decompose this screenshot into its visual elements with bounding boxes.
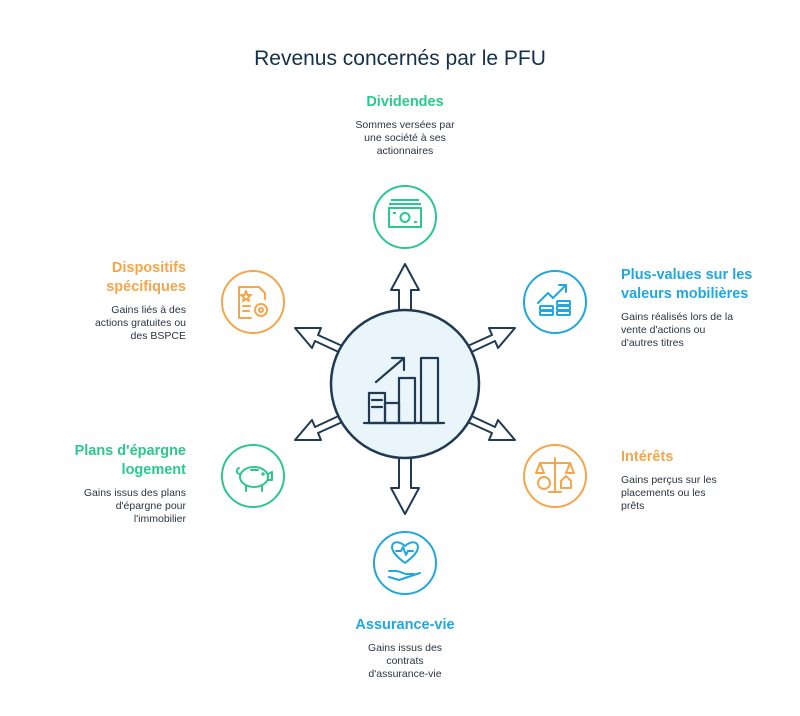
dividendes-title: Dividendes — [366, 94, 444, 110]
document-gear-icon — [238, 286, 268, 319]
piggy-bank-icon — [235, 466, 273, 492]
plus-values-description: Gains réalisés lors de la vente d'action… — [621, 311, 734, 349]
assurance-vie-description: Gains issus des contrats d'assurance-vie — [367, 642, 443, 680]
plans-epargne-label: Plans d'épargne logement Gains issus des… — [40, 442, 186, 526]
plans-epargne-description: Gains issus des plans d'épargne pour l'i… — [83, 487, 186, 525]
dividendes-node-circle — [373, 185, 437, 249]
diagram-title: Revenus concernés par le PFU — [254, 47, 546, 70]
growth-coins-icon — [537, 284, 571, 316]
dividendes-label: Dividendes Sommes versées par une sociét… — [330, 93, 480, 158]
dispositifs-node-circle — [221, 270, 285, 334]
plans-epargne-title: Plans d'épargne logement — [74, 443, 186, 478]
plus-values-title: Plus-values sur les valeurs mobilières — [621, 267, 753, 302]
dividendes-description: Sommes versées par une société à ses act… — [355, 119, 455, 157]
dispositifs-title: Dispositifs spécifiques — [106, 260, 186, 295]
dispositifs-description: Gains liés à des actions gratuites ou de… — [94, 304, 186, 342]
dispositifs-label: Dispositifs spécifiques Gains liés à des… — [60, 259, 186, 343]
plans-epargne-node-circle — [221, 444, 285, 508]
growth-chart-icon — [362, 356, 446, 425]
cash-icon — [388, 199, 422, 228]
balance-scale-icon — [535, 457, 575, 493]
interets-title: Intérêts — [621, 449, 674, 465]
plus-values-label: Plus-values sur les valeurs mobilières G… — [621, 266, 766, 350]
plus-values-node-circle — [523, 270, 587, 334]
center-circle — [329, 308, 481, 460]
heart-hand-icon — [388, 541, 421, 581]
interets-label: Intérêts Gains perçus sur les placements… — [621, 448, 761, 513]
assurance-vie-title: Assurance-vie — [355, 617, 455, 633]
interets-description: Gains perçus sur les placements ou les p… — [621, 474, 717, 512]
assurance-vie-label: Assurance-vie Gains issus des contrats d… — [330, 616, 480, 681]
